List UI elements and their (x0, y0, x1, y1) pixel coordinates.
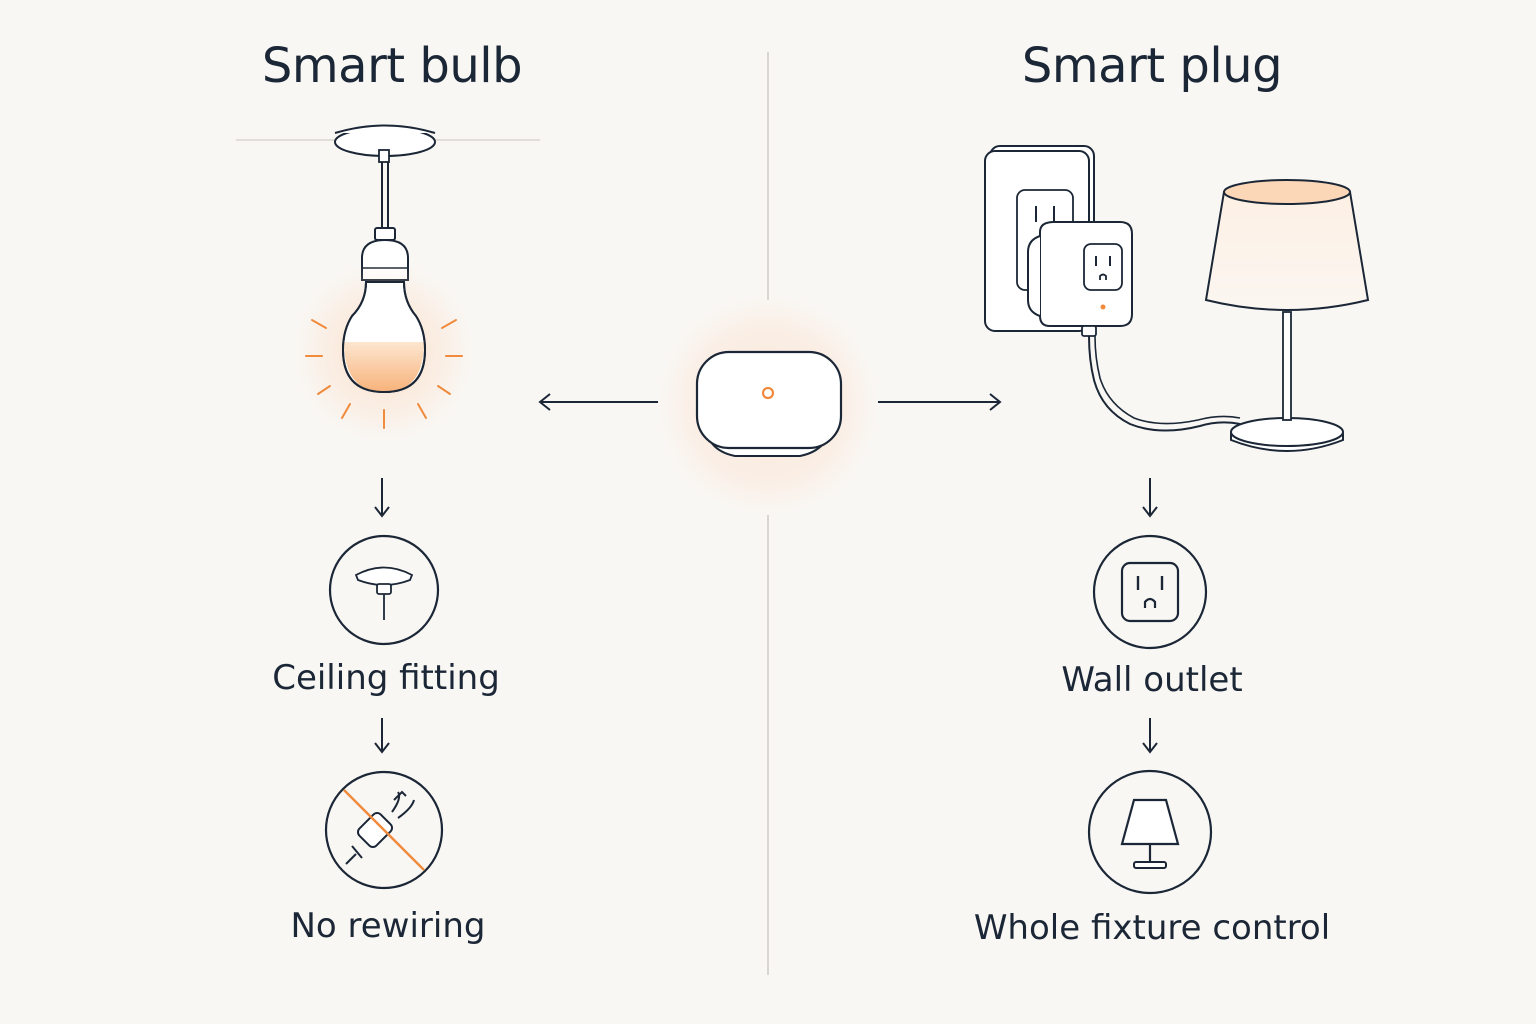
ceiling-fitting-icon (328, 534, 440, 646)
whole-fixture-control-label: Whole fixture control (973, 908, 1331, 948)
no-rewiring-label: No rewiring (290, 906, 486, 946)
ceiling-fitting-label: Ceiling fitting (272, 658, 500, 698)
smart-plug-icon (1027, 221, 1133, 337)
left-flow-arrow-2 (374, 718, 390, 754)
right-flow-arrow-2 (1142, 718, 1158, 754)
hub-arrow-right (878, 393, 1002, 411)
hub-arrow-left (538, 393, 658, 411)
smart-plug-title: Smart plug (1021, 38, 1283, 94)
smart-hub-icon (658, 295, 878, 515)
no-rewiring-icon (324, 770, 444, 890)
left-flow-arrow-1 (374, 478, 390, 518)
pendant-bulb-icon (236, 124, 540, 442)
table-lamp-icon (1204, 179, 1370, 452)
lamp-cord (1088, 335, 1241, 432)
smart-bulb-title: Smart bulb (261, 38, 523, 94)
right-flow-arrow-1 (1142, 478, 1158, 518)
lamp-icon (1087, 769, 1213, 895)
wall-outlet-icon (1092, 534, 1208, 650)
wall-outlet-label: Wall outlet (1061, 660, 1243, 700)
